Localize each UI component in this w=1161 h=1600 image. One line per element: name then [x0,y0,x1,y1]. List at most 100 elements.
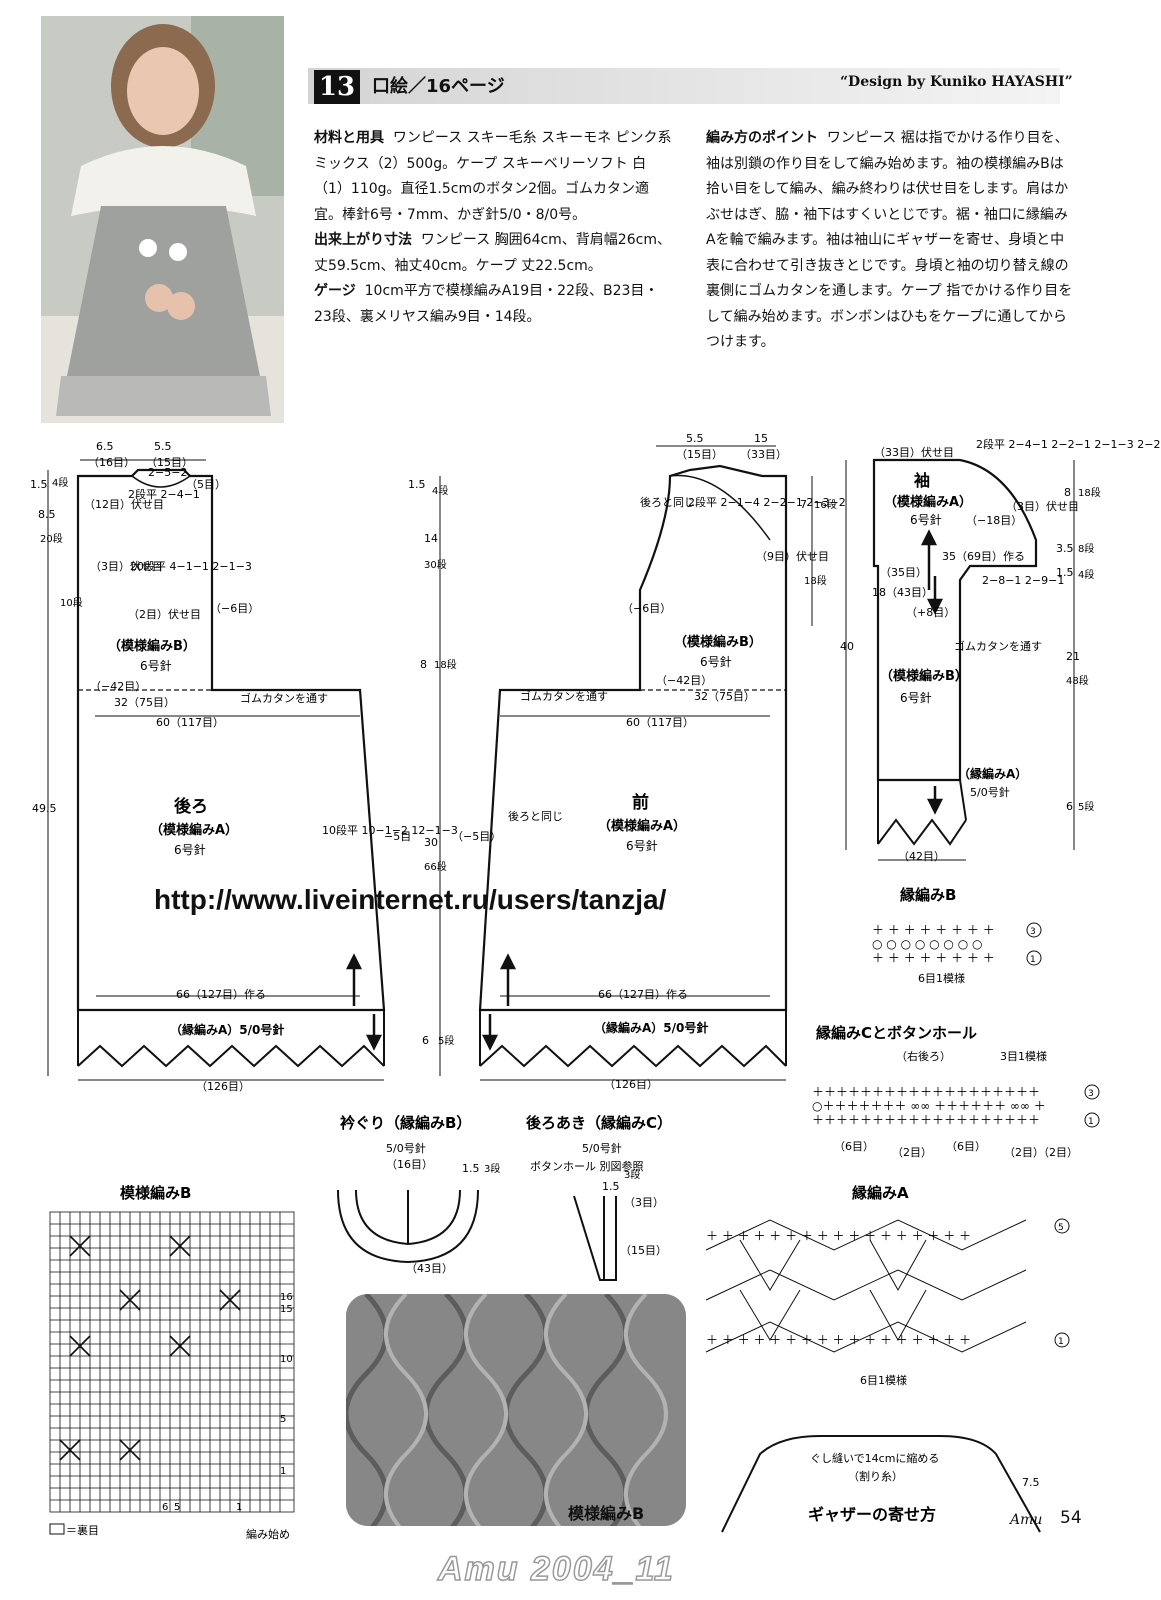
sleeve-hem-zigzag [877,818,967,846]
chart-legend: ＝裏目 [66,1523,99,1537]
swatch-label: 模様編みB [568,1504,645,1523]
front-edge: （縁編みA）5/0号針 [594,1020,708,1035]
sleeve-edge: （縁編みA） [958,766,1027,781]
edge-b-title: 縁編みB [900,886,956,904]
chart-col-5: 5 [174,1502,180,1513]
gauge-heading: ゲージ [314,283,356,299]
sleeve-h4s: 48段 [1066,674,1089,687]
edge-b-r1: 1 [1030,955,1036,965]
edge-c-r3: 3 [1088,1089,1094,1099]
back-needle-b: 6号針 [140,658,172,673]
front-neckline [669,474,771,541]
front-w1s: （15目） [676,448,723,461]
sleeve-h4: 21 [1066,650,1080,663]
front-w2s: （33目） [740,448,787,461]
back-pattern-a: （模様編みA） [150,822,238,838]
legend-box [49,1523,65,1535]
edge-c-title: 縁編みCとボタンホール [816,1024,977,1042]
back-hem-zigzag [77,1044,385,1068]
edge-b-rep: 6目1模様 [918,971,965,985]
gather-title: ギャザーの寄せ方 [808,1505,936,1524]
front-w1: 5.5 [686,432,704,445]
pattern-number: 13 [314,70,360,104]
back-shoulder2: 2−5−2 [148,466,187,479]
front-h1: 7 [800,498,807,511]
center-cs: 18段 [434,658,457,671]
page-number: 54 [1060,1508,1082,1528]
edge-b-r3: 3 [1030,927,1036,937]
collar-w: （16目） [386,1158,433,1171]
front-needle-b: 6号針 [700,654,732,669]
svg-text:＋＋＋＋＋＋＋＋＋＋＋＋＋＋＋＋＋＋＋: ＋＋＋＋＋＋＋＋＋＋＋＋＋＋＋＋＋＋＋ [812,1085,1040,1099]
front-needle: 6号針 [626,838,658,853]
edge-c-c2: （2目） [892,1146,932,1159]
edge-a-rep: 6目1模様 [860,1373,907,1387]
back-h2s: 20段 [40,532,63,545]
front-neck: 2段平 2−1−4 2−2−1 2−3−2 [688,495,846,509]
center-as: 4段 [432,484,448,497]
edge-c-c3: （6目） [946,1140,986,1153]
chart-b-title: 模様編みB [120,1184,191,1202]
chart-row-5: 5 [280,1414,286,1425]
back-shoulder: 2段平 2−4−1 [128,487,200,501]
chart-col-1: 1 [236,1502,242,1513]
sleeve-outline [872,458,1038,782]
back-title: 後ろ [174,796,208,817]
back-opening-title: 後ろあき（縁編みC） [525,1114,672,1132]
back-m6: （−6目） [210,602,259,615]
sleeve-bottom: （42目） [898,850,945,863]
back-needle: 6号針 [174,842,206,857]
center-a: 1.5 [408,478,426,491]
front-elastic: ゴムカタンを通す [520,689,608,703]
sleeve-h1s: 18段 [1078,486,1101,499]
source-url[interactable]: http://www.liveinternet.ru/users/tanzja/ [154,884,667,915]
back-bind2: （2目）伏せ目 [128,607,201,621]
back-opening-s15: （15目） [620,1244,667,1257]
sleeve-cap: 2段平 2−4−1 2−2−1 2−1−3 2−2−3 [976,437,1161,451]
back-edge: （縁編みA）5/0号針 [170,1022,284,1037]
sleeve-h1: 8 [1064,486,1071,499]
front-cast: 66（127目）作る [598,988,688,1001]
svg-text:＋ ＋ ＋ ＋ ＋ ＋ ＋ ＋: ＋ ＋ ＋ ＋ ＋ ＋ ＋ ＋ [872,923,995,937]
back-h1s: 4段 [52,476,68,489]
sleeve-w35a: （35目） [880,566,927,579]
size-heading: 出来上がり寸法 [314,232,412,248]
front-h1s: 16段 [814,498,837,511]
back-bind3: （3目）伏せ目 [90,559,163,573]
footer-watermark: Amu 2004_11 [437,1549,675,1589]
back-opening-s3: （3目） [624,1196,664,1209]
sleeve-p8: （+8目） [906,606,955,619]
chart-start: 編み始め [246,1527,290,1541]
points-column: 編み方のポイント ワンピース 裾は指でかける作り目を、袖は別鎖の作り目をして編み… [706,126,1076,356]
center-es: 5段 [438,1034,454,1047]
edge-a-title: 縁編みA [852,1184,909,1202]
gather-note: ぐし縫いで14cmに縮める [810,1451,939,1465]
sleeve-h3s: 4段 [1078,568,1094,581]
back-opening-needle: 5/0号針 [582,1141,622,1155]
back-bind12: （12目）伏せ目 [84,497,164,511]
edge-c-rep: 3目1模様 [1000,1049,1047,1063]
header-title: 口絵／16ページ [372,76,505,97]
sleeve-pattern-b: （模様編みB） [880,668,968,684]
chart-row-15: 15 [280,1304,293,1315]
sleeve-m18: （−18目） [966,514,1022,527]
back-neckline [131,475,191,488]
front-w32: 32（75目） [694,690,755,703]
back-opening-h: 1.5 [602,1180,620,1193]
back-h1: 1.5 [30,478,48,491]
front-bottom: （126目） [604,1078,658,1091]
back-arm: 20段平 4−1−1 2−1−3 [130,559,252,573]
center-bs: 30段 [424,558,447,571]
back-dec: 10段平 10−1−2 12−1−3 [322,823,458,837]
chart-row-16: 16 [280,1292,293,1303]
sleeve-h2s: 8段 [1078,542,1094,555]
sleeve-bind3: （3目）伏せ目 [1006,499,1079,513]
center-d: 30 [424,836,438,849]
back-h2: 8.5 [38,508,56,521]
center-b: 14 [424,532,438,545]
front-same2: 後ろと同じ [508,809,563,823]
points-heading: 編み方のポイント [706,130,818,146]
front-h2: 18段 [804,574,827,587]
back-five: （5目） [186,478,226,491]
collar-total: （43目） [406,1262,453,1275]
